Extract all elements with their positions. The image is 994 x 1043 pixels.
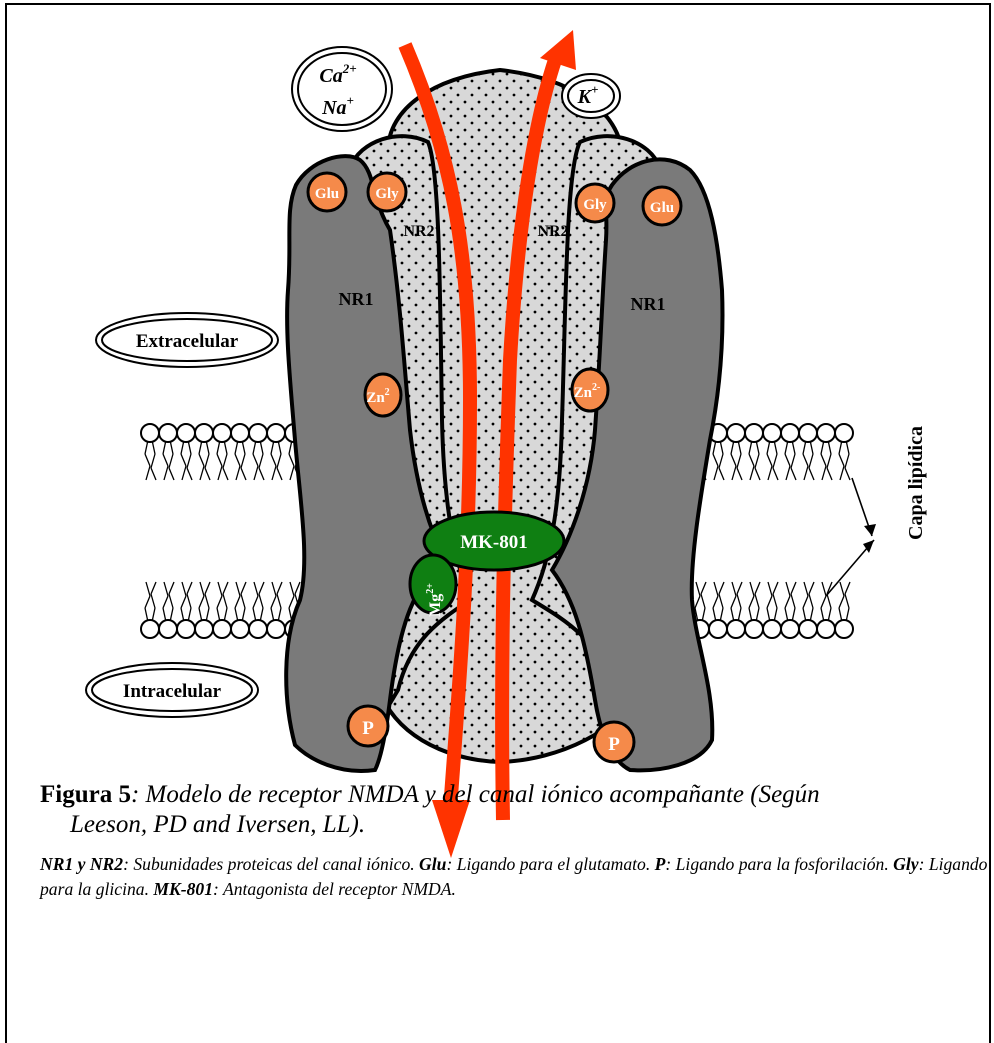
p-left-label: P [362,718,374,739]
glu-right-label: Glu [650,200,674,216]
p-right-label: P [608,734,620,755]
intracelular-badge: Intracelular [86,663,258,717]
def-term-gly: Gly [893,854,918,874]
nr1-left-label: NR1 [339,289,374,309]
def-text-mk801: : Antagonista del receptor NMDA. [213,879,456,899]
mg-label: Mg [427,594,444,617]
zn-left-charge: 2 [385,387,390,398]
nr2-right-label: NR2 [537,223,568,240]
k-charge: + [591,82,598,97]
nr2-left-label: NR2 [403,223,434,240]
ligand-gly-left: Gly [368,173,406,211]
ca-charge: 2+ [342,61,357,76]
caption-title: Figura 5: Modelo de receptor NMDA y del … [40,780,985,810]
def-term-p: P [655,854,666,874]
figure-caption: Figura 5: Modelo de receptor NMDA y del … [40,780,985,840]
zn-right-charge: 2- [592,382,600,393]
k-badge: K+ [562,74,620,118]
lipid-pointer-arrows [826,478,876,596]
ligand-glu-left: Glu [308,173,346,211]
zn-right-label: Zn [574,385,593,401]
ligand-gly-right: Gly [576,184,614,222]
ligand-p-left: P [348,706,388,746]
extracelular-badge: Extracelular [96,313,278,367]
ca-ion-label: Ca [319,65,342,87]
extracelular-label: Extracelular [136,331,239,352]
mk801-label: MK-801 [460,532,528,553]
lipid-bilayer-left [141,424,303,638]
intracelular-label: Intracelular [123,681,222,702]
mg-charge: 2+ [425,583,436,594]
zn-left-label: Zn [366,390,385,406]
outward-arrowhead [540,30,576,70]
ligand-zn-right: Zn2- [572,369,608,411]
ca-na-badge: Ca2+ Na+ [292,47,392,131]
na-charge: + [347,93,354,108]
ligand-zn-left: Zn2 [365,374,401,416]
def-text-p: : Ligando para la fosforilación. [665,854,893,874]
caption-definitions: NR1 y NR2: Subunidades proteicas del can… [40,852,990,902]
gly-left-label: Gly [375,186,399,202]
capa-lipidica-label: Capa lipídica [905,426,927,540]
glu-left-label: Glu [315,186,339,202]
def-text-nr: : Subunidades proteicas del canal iónico… [123,854,419,874]
nr1-right-label: NR1 [631,294,666,314]
def-term-nr: NR1 y NR2 [40,854,123,874]
def-term-mk801: MK-801 [153,879,213,899]
ligand-glu-right: Glu [643,187,681,225]
def-text-glu: : Ligando para el glutamato. [446,854,654,874]
def-term-glu: Glu [419,854,446,874]
caption-title-part2: Leeson, PD and Iversen, LL). [70,810,985,840]
ligand-p-right: P [594,722,634,762]
caption-title-part1: : Modelo de receptor NMDA y del canal ió… [131,781,820,808]
nmda-receptor-diagram: Glu Gly Gly Glu Zn2 Zn2- P P MK-801 [0,0,994,880]
gly-right-label: Gly [583,197,607,213]
figure-label: Figura 5 [40,781,131,808]
na-ion-label: Na [321,97,346,119]
